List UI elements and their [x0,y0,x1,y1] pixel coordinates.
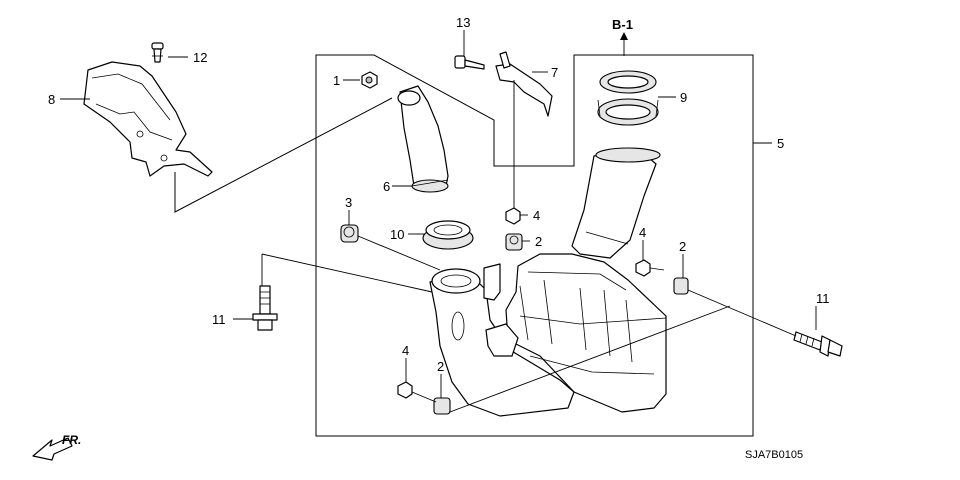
callout-6: 6 [383,179,390,194]
reference-label: B-1 [612,17,633,32]
callout-2-centre: 2 [535,234,542,249]
callout-11-right: 11 [816,291,830,306]
direction-label: FR. [62,433,81,447]
callout-12: 12 [193,50,207,65]
callout-9: 9 [680,90,687,105]
callout-1: 1 [333,73,340,88]
callout-2-lower: 2 [437,359,444,374]
collar-2-right [673,277,689,295]
collar-2-lower [433,397,451,415]
rubber-seal-10 [422,220,474,250]
grommet-3 [340,224,359,243]
nut-1 [361,71,378,89]
intake-duct [397,85,449,193]
diagram-code: SJA7B0105 [745,449,803,461]
bolt-13 [454,55,485,70]
collar-2-centre [505,233,523,251]
clip-fastener [151,42,164,63]
air-box-assembly [429,147,667,417]
bolt-4-right [635,259,665,277]
bolt-4-centre [505,207,521,225]
bolt-4-lower [397,381,413,399]
reference-arrow-icon [620,32,628,56]
callout-7: 7 [551,65,558,80]
callout-3: 3 [345,195,352,210]
callout-13: 13 [456,15,470,30]
callout-4-centre: 4 [533,208,540,223]
callout-10: 10 [390,227,404,242]
callout-8: 8 [48,92,55,107]
bolt-11-left [252,285,278,331]
assembly-frame [315,54,754,437]
leader-lines [60,30,817,413]
intake-bracket [83,61,213,177]
callout-2-right: 2 [679,239,686,254]
front-direction-arrow-icon [32,437,73,461]
rubber-seal-9 [597,70,659,126]
holder-bracket [495,51,553,117]
bolt-11-right [793,331,843,357]
bracket-frame [174,97,393,213]
callout-5: 5 [777,136,784,151]
callout-4-lower: 4 [402,343,409,358]
callout-11-left: 11 [212,312,226,327]
callout-4-right: 4 [639,225,646,240]
